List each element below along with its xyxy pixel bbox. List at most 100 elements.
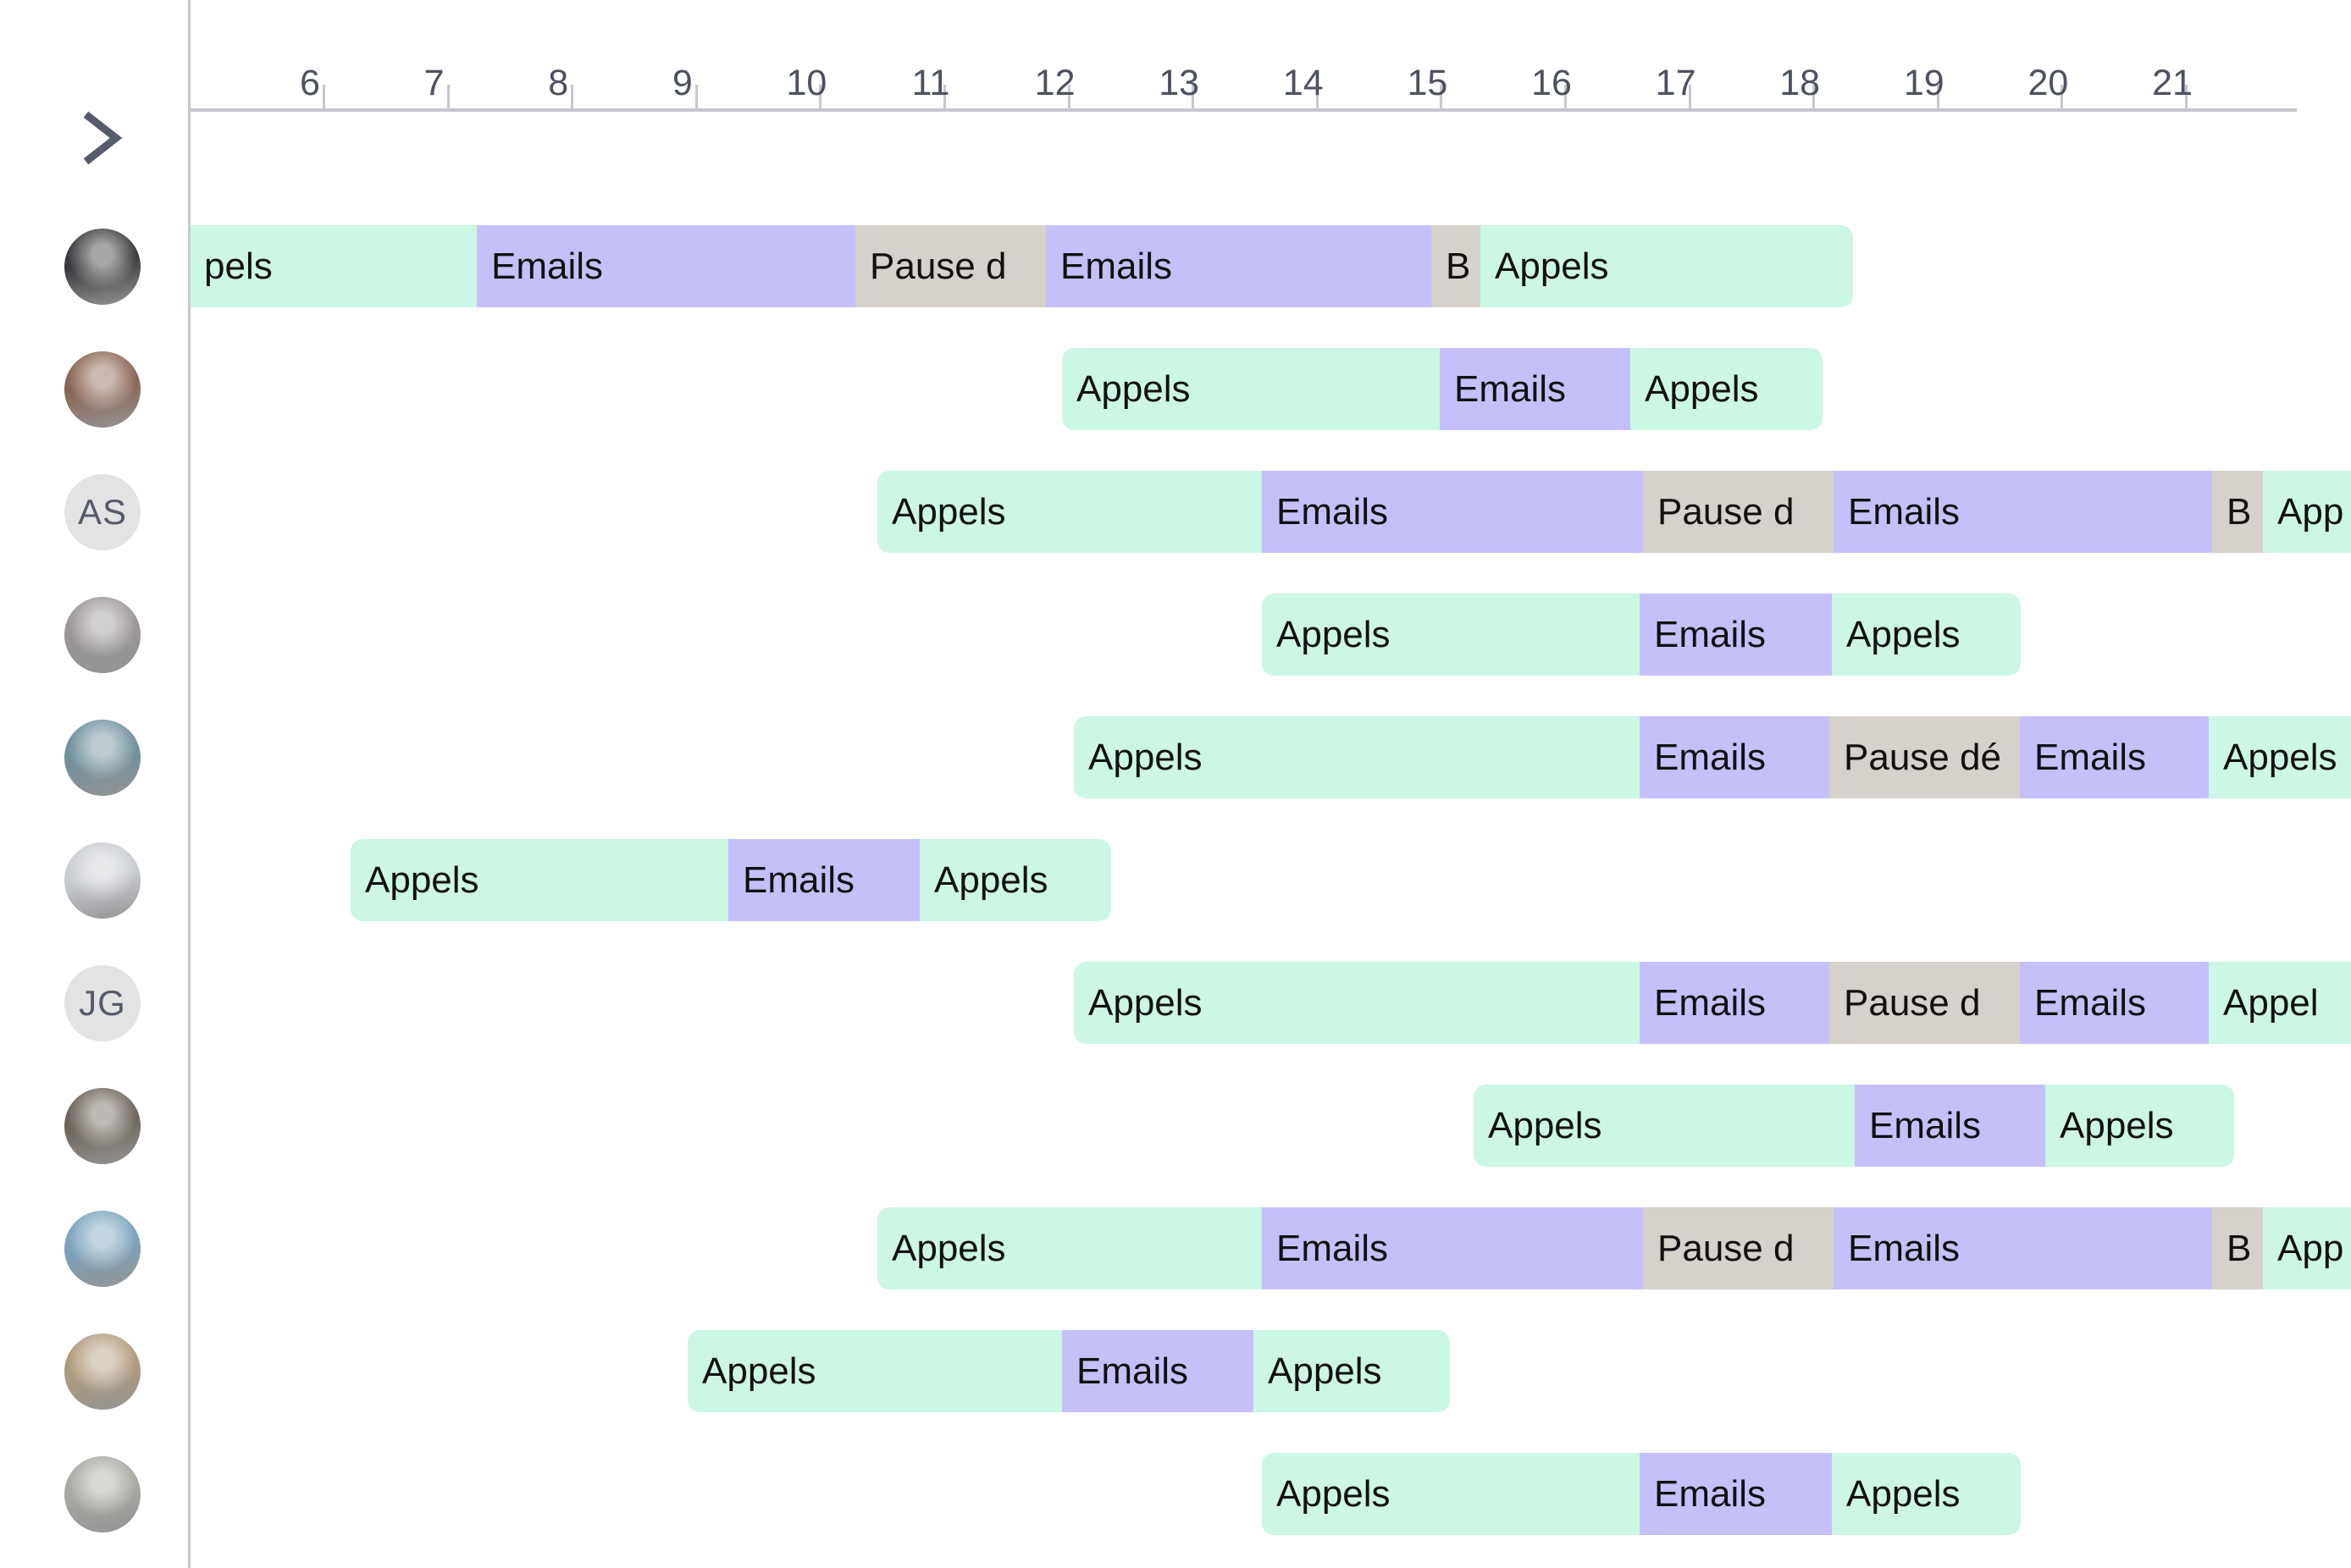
schedule-bar-emails[interactable]: Emails [1855, 1085, 2045, 1167]
schedule-bar-appels[interactable]: Appels [1253, 1330, 1450, 1412]
schedule-bar-pause[interactable]: Pause dé [1829, 716, 2020, 798]
schedule-bar-pause[interactable]: B [1431, 225, 1480, 307]
avatar[interactable] [64, 842, 141, 919]
ruler-hour-label: 18 [1779, 63, 1821, 103]
avatar-initials: AS [64, 473, 141, 550]
ruler-hour-label: 20 [2027, 63, 2069, 103]
schedule-bar-emails[interactable]: Emails [1262, 471, 1643, 553]
rail-divider [188, 0, 191, 1568]
ruler-tick [323, 85, 325, 108]
schedule-bar-appels[interactable]: Appels [1480, 225, 1853, 307]
ruler-tick [1067, 85, 1070, 108]
ruler-tick [1688, 85, 1691, 108]
schedule-bar-emails[interactable]: Emails [1262, 1207, 1643, 1289]
ruler-hour-label: 16 [1531, 63, 1572, 103]
schedule-bar-emails[interactable]: Emails [728, 839, 920, 921]
schedule-bar-appels[interactable]: Appels [351, 839, 728, 921]
avatar[interactable]: JG [64, 964, 141, 1041]
schedule-bar-pause[interactable]: Pause d [1643, 471, 1834, 553]
ruler-baseline [53, 108, 2297, 112]
schedule-bar-appels[interactable]: Appels [2045, 1085, 2234, 1167]
schedule-bar-appels[interactable]: Appels [1262, 1453, 1640, 1535]
ruler-hour-label: 21 [2152, 63, 2193, 103]
schedule-bar-appels[interactable]: Appels [1074, 962, 1640, 1044]
chevron-right-icon[interactable] [69, 105, 136, 171]
schedule-bar-emails[interactable]: Emails [1834, 1207, 2212, 1289]
schedule-bar-emails[interactable]: Emails [1640, 962, 1829, 1044]
schedule-bar-appels[interactable]: Appels [1262, 594, 1640, 676]
avatar-photo [64, 1455, 141, 1532]
avatar[interactable] [64, 1087, 141, 1164]
avatar-photo [64, 719, 141, 796]
ruler-tick [2061, 85, 2064, 108]
schedule-bar-emails[interactable]: Emails [1640, 1453, 1832, 1535]
schedule-bar-appels[interactable]: Appels [877, 1207, 1262, 1289]
schedule-bar-emails[interactable]: Emails [1640, 716, 1829, 798]
avatar[interactable] [64, 1455, 141, 1532]
schedule-bar-appels[interactable]: App [2263, 1207, 2351, 1289]
schedule-bar-pause[interactable]: Pause d [855, 225, 1046, 307]
schedule-bar-pause[interactable]: Pause d [1643, 1207, 1834, 1289]
schedule-bar-pause[interactable]: B [2212, 471, 2263, 553]
schedule-bar-appels[interactable]: App [2263, 471, 2351, 553]
ruler-tick [446, 85, 450, 108]
schedule-bar-appels[interactable]: Appels [877, 471, 1262, 553]
avatar-photo [64, 596, 141, 673]
avatar-photo [64, 228, 141, 305]
avatar-photo [64, 1333, 141, 1410]
avatar[interactable] [64, 228, 141, 305]
schedule-bar-appels[interactable]: Appels [1630, 348, 1823, 430]
avatar[interactable] [64, 1333, 141, 1410]
schedule-bar-emails[interactable]: Emails [2020, 716, 2209, 798]
schedule-bar-appels[interactable]: pels [190, 225, 477, 307]
ruler-tick [571, 85, 574, 108]
avatar-initials: JG [64, 964, 141, 1041]
schedule-bar-appels[interactable]: Appels [1074, 716, 1640, 798]
schedule-bar-emails[interactable]: Emails [1640, 594, 1832, 676]
schedule-bar-pause[interactable]: B [2212, 1207, 2263, 1289]
ruler-tick [943, 85, 946, 108]
schedule-bar-appels[interactable]: Appels [1474, 1085, 1855, 1167]
avatar[interactable] [64, 719, 141, 796]
avatar[interactable] [64, 1210, 141, 1287]
schedule-bar-emails[interactable]: Emails [1046, 225, 1431, 307]
schedule-bar-emails[interactable]: Emails [1062, 1330, 1253, 1412]
ruler-hour-label: 14 [1282, 63, 1324, 103]
schedule-bar-appels[interactable]: Appels [1832, 594, 2021, 676]
schedule-bar-appels[interactable]: Appels [2209, 716, 2351, 798]
schedule-bar-emails[interactable]: Emails [2020, 962, 2209, 1044]
ruler-hour-label: 8 [548, 63, 569, 103]
avatar[interactable] [64, 351, 141, 428]
avatar-rail: AS JG [0, 0, 190, 1568]
ruler-hour-label: 6 [300, 63, 320, 103]
ruler-tick [1564, 85, 1567, 108]
schedule-bar-pause[interactable]: Pause d [1829, 962, 2020, 1044]
avatar[interactable] [64, 596, 141, 673]
ruler-hour-label: 19 [1903, 63, 1944, 103]
schedule-bar-emails[interactable]: Emails [1440, 348, 1630, 430]
schedule-bar-emails[interactable]: Emails [477, 225, 855, 307]
ruler-tick [1192, 85, 1195, 108]
ruler-tick [1440, 85, 1443, 108]
schedule-bar-appels[interactable]: Appels [1832, 1453, 2021, 1535]
ruler-hour-label: 15 [1407, 63, 1448, 103]
schedule-bar-appels[interactable]: Appels [920, 839, 1111, 921]
schedule-bar-appels[interactable]: Appel [2209, 962, 2351, 1044]
schedule-bar-appels[interactable]: Appels [1062, 348, 1440, 430]
avatar[interactable]: AS [64, 473, 141, 550]
schedule-bar-emails[interactable]: Emails [1834, 471, 2212, 553]
ruler-hour-label: 12 [1034, 63, 1076, 103]
schedule-bar-appels[interactable]: Appels [688, 1330, 1062, 1412]
avatar-photo [64, 351, 141, 428]
ruler-hour-label: 17 [1655, 63, 1696, 103]
